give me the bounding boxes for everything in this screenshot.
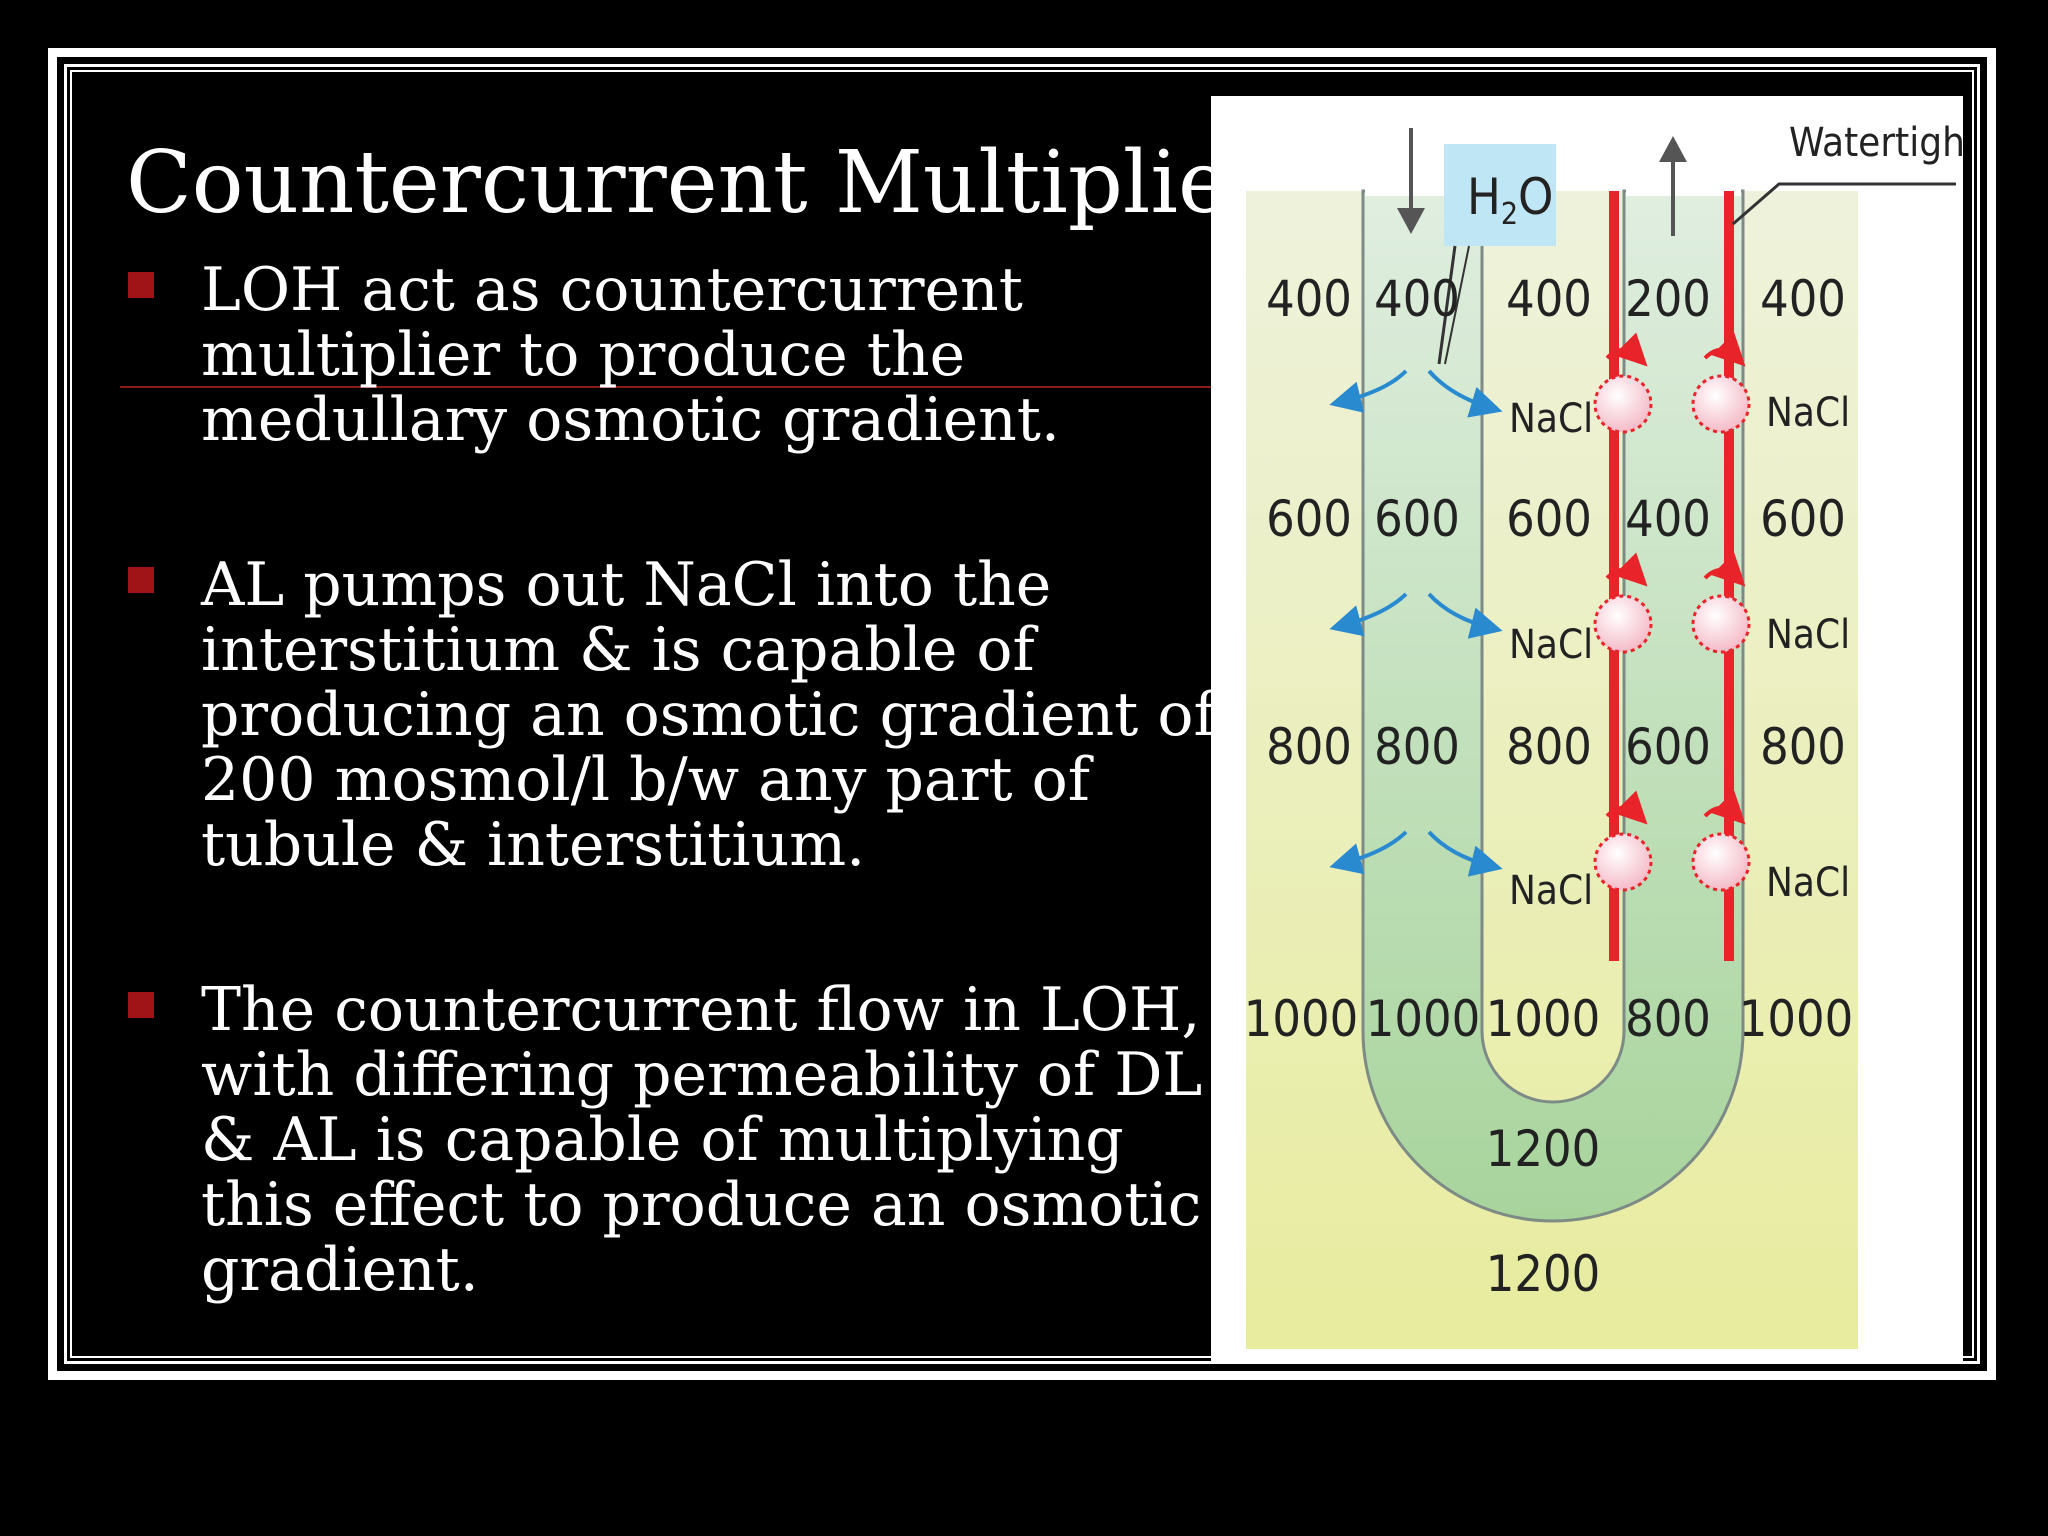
bullet-item: AL pumps out NaCl into the interstitium …: [126, 553, 1216, 878]
nacl-label: NaCl: [1766, 860, 1850, 906]
slide-title: Countercurrent Multiplier: [126, 133, 1270, 233]
water-arrow-icon: [1329, 369, 1503, 877]
value-descending-limb: 1000: [1366, 990, 1480, 1048]
loop-tubule: [1361, 189, 1745, 1223]
bullet-item: LOH act as countercurrent multiplier to …: [126, 258, 1216, 453]
osmolarity-row: 400 400 400 200 400: [1266, 270, 1846, 328]
nacl-label: NaCl: [1509, 396, 1593, 442]
nacl-pump-icon: [1691, 790, 1751, 892]
slide-frame-inner: [70, 70, 1974, 1358]
value-loop-bend: 1200: [1486, 1120, 1600, 1178]
nacl-label: NaCl: [1509, 868, 1593, 914]
value-interstitium-mid: 1000: [1486, 990, 1600, 1048]
water-label: H2O: [1467, 168, 1553, 232]
nacl-pump-icon: [1593, 790, 1653, 892]
value-descending-limb: 600: [1374, 490, 1460, 548]
bullet-list: LOH act as countercurrent multiplier to …: [126, 258, 1216, 1303]
nacl-pump-icon: [1593, 552, 1653, 654]
value-bottom-interstitium: 1200: [1486, 1245, 1600, 1303]
title-underline: [120, 386, 1215, 388]
watertight-label: Watertight: [1789, 120, 1963, 166]
slide-frame-outer: [48, 48, 1996, 1380]
slide-frame-middle: [64, 64, 1980, 1364]
bullet-marker-icon: [128, 992, 154, 1018]
nacl-pump-icon: [1691, 552, 1751, 654]
value-interstitium-left: 400: [1266, 270, 1352, 328]
bullet-text: The countercurrent flow in LOH, with dif…: [201, 975, 1203, 1305]
osmolarity-row: 1000 1000 1000 800 1000: [1244, 990, 1853, 1048]
nacl-pump-icon: [1593, 332, 1653, 434]
value-interstitium-left: 600: [1266, 490, 1352, 548]
loop-of-henle-diagram: Watertight H2O 400 400 400 200 400 600 6…: [1211, 96, 1963, 1364]
up-flow-arrow-icon: [1659, 136, 1687, 236]
osmolarity-row: 800 800 800 600 800: [1266, 718, 1846, 776]
value-interstitium-left: 800: [1266, 718, 1352, 776]
bullet-marker-icon: [128, 567, 154, 593]
value-descending-limb: 800: [1374, 718, 1460, 776]
bullet-text: LOH act as countercurrent multiplier to …: [201, 255, 1060, 455]
nacl-label: NaCl: [1766, 390, 1850, 436]
bullet-marker-icon: [128, 272, 154, 298]
value-interstitium-right: 800: [1760, 718, 1846, 776]
value-interstitium-right: 1000: [1739, 990, 1853, 1048]
value-ascending-limb: 400: [1625, 490, 1711, 548]
bullet-item: The countercurrent flow in LOH, with dif…: [126, 978, 1216, 1303]
value-interstitium-mid: 400: [1506, 270, 1592, 328]
value-descending-limb: 400: [1374, 270, 1460, 328]
water-label-box: [1444, 144, 1556, 246]
value-interstitium-left: 1000: [1244, 990, 1358, 1048]
bullet-text: AL pumps out NaCl into the interstitium …: [201, 550, 1216, 880]
value-ascending-limb: 600: [1625, 718, 1711, 776]
value-ascending-limb: 800: [1625, 990, 1711, 1048]
nacl-pump-icon: [1691, 332, 1751, 434]
value-interstitium-right: 400: [1760, 270, 1846, 328]
nacl-label: NaCl: [1509, 622, 1593, 668]
down-flow-arrow-icon: [1397, 128, 1425, 234]
osmolarity-row: 600 600 600 400 600: [1266, 490, 1846, 548]
value-interstitium-mid: 800: [1506, 718, 1592, 776]
value-interstitium-right: 600: [1760, 490, 1846, 548]
value-ascending-limb: 200: [1625, 270, 1711, 328]
value-interstitium-mid: 600: [1506, 490, 1592, 548]
nacl-label: NaCl: [1766, 612, 1850, 658]
